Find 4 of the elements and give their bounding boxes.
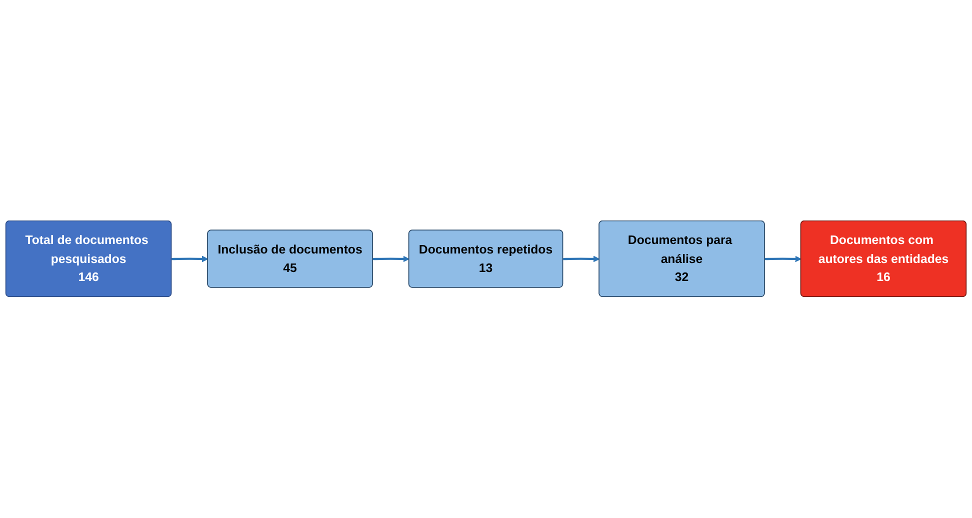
arrow	[563, 256, 600, 262]
arrow	[764, 256, 802, 262]
arrow	[372, 256, 410, 262]
arrow	[172, 256, 208, 262]
